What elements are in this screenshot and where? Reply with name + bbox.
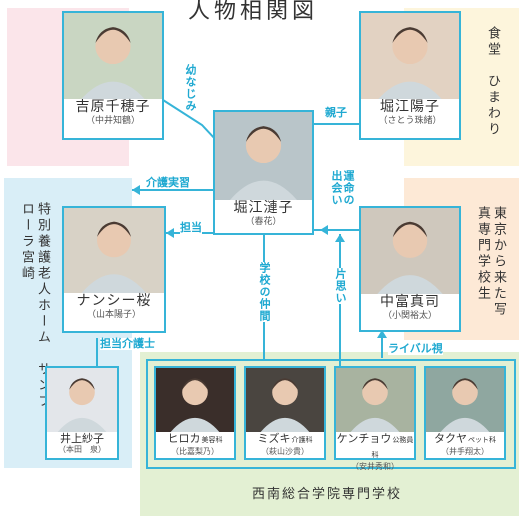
- label-rival: ライバル視: [388, 342, 443, 355]
- actor-nancy: （山本陽子）: [86, 310, 141, 320]
- actor-mizuki: （萩山沙貴）: [261, 447, 309, 456]
- person-portrait-icon: [47, 368, 117, 432]
- name-yoko: 堀江陽子: [380, 99, 440, 115]
- actor-takuya: （井手翔太）: [441, 447, 489, 456]
- card-renko[interactable]: 堀江漣子 （春花）: [213, 110, 314, 235]
- line-unmei: [310, 206, 361, 231]
- label-tantou: 担当: [180, 221, 202, 234]
- dept-mizuki: 介護科: [291, 436, 313, 444]
- actor-chihoko: （中井知鶴）: [85, 116, 140, 126]
- name-renko: 堀江漣子: [233, 200, 294, 216]
- card-chihoko[interactable]: 吉原千穂子 （中井知鶴）: [62, 11, 164, 140]
- card-shinji[interactable]: 中富真司 （小関裕太）: [359, 206, 461, 332]
- group-label-shokudo: 食堂 ひまわり: [485, 26, 500, 138]
- actor-renko: （春花）: [245, 217, 282, 227]
- actor-sayako: （本田 泉）: [58, 445, 106, 454]
- card-sayako[interactable]: 井上紗子 （本田 泉）: [45, 366, 119, 460]
- arrow-rival: [377, 330, 387, 338]
- dept-takuya: ペット科: [468, 436, 496, 444]
- card-takuya[interactable]: タクヤペット科 （井手翔太）: [424, 366, 506, 460]
- card-kenchou[interactable]: ケンチョウ公務員科 （安井秀和）: [334, 366, 416, 471]
- actor-yoko: （さとう珠緒）: [378, 116, 442, 126]
- person-portrait-icon: [361, 13, 459, 101]
- name-nancy: ナンシー桜: [76, 293, 152, 309]
- card-yoko[interactable]: 堀江陽子 （さとう珠緒）: [359, 11, 461, 140]
- actor-shinji: （小関裕太）: [382, 311, 437, 321]
- label-oyako: 親子: [325, 106, 347, 119]
- name-takuya: タクヤ: [434, 432, 467, 445]
- person-portrait-icon: [156, 368, 234, 432]
- dept-hiroka: 美容科: [201, 436, 223, 444]
- person-portrait-icon: [64, 13, 162, 101]
- name-shinji: 中富真司: [380, 294, 440, 310]
- card-nancy[interactable]: ナンシー桜 （山本陽子）: [62, 206, 166, 333]
- label-kataomoi: 片思い: [334, 268, 347, 304]
- arrow-unmei: [320, 225, 328, 235]
- person-portrait-icon: [64, 208, 164, 293]
- name-hiroka: ヒロカ: [167, 432, 201, 445]
- arrow-kaigo: [132, 185, 140, 195]
- label-tantou-kaigoshi: 担当介護士: [100, 337, 155, 350]
- name-kenchou: ケンチョウ: [336, 432, 392, 445]
- school-frame: [146, 359, 516, 469]
- arrow-kataomoi: [335, 234, 345, 242]
- person-portrait-icon: [336, 368, 414, 432]
- card-hiroka[interactable]: ヒロカ美容科 （比嘉梨乃）: [154, 366, 236, 460]
- line-osananajimi: [162, 99, 217, 141]
- dept-kenchou: 公務員科: [371, 436, 414, 459]
- page-title: 人物相関図: [188, 0, 319, 24]
- group-label-photo-school: 東京から来た写真専門学校生: [475, 206, 506, 318]
- group-label-nursing-home: 特別養護老人ホーム サンフローラ宮崎: [19, 202, 50, 410]
- actor-kenchou: （安井秀和）: [351, 462, 399, 471]
- card-mizuki[interactable]: ミズキ介護科 （萩山沙貴）: [244, 366, 326, 460]
- label-gakkou: 学校の仲間: [258, 262, 271, 322]
- person-portrait-icon: [426, 368, 504, 432]
- arrow-tantou: [166, 228, 174, 238]
- group-label-school: 西南総合学院専門学校: [252, 487, 403, 502]
- label-kaigo-jisshu: 介護実習: [146, 176, 190, 189]
- person-portrait-icon: [246, 368, 324, 432]
- actor-hiroka: （比嘉梨乃）: [171, 447, 219, 456]
- label-unmei: 運命の出会い: [328, 170, 355, 208]
- person-portrait-icon: [215, 112, 312, 200]
- label-osananajimi: 幼なじみ: [184, 64, 197, 112]
- name-chihoko: 吉原千穂子: [75, 99, 151, 115]
- person-portrait-icon: [361, 208, 459, 294]
- name-sayako: 井上紗子: [60, 432, 104, 445]
- name-mizuki: ミズキ: [257, 432, 291, 445]
